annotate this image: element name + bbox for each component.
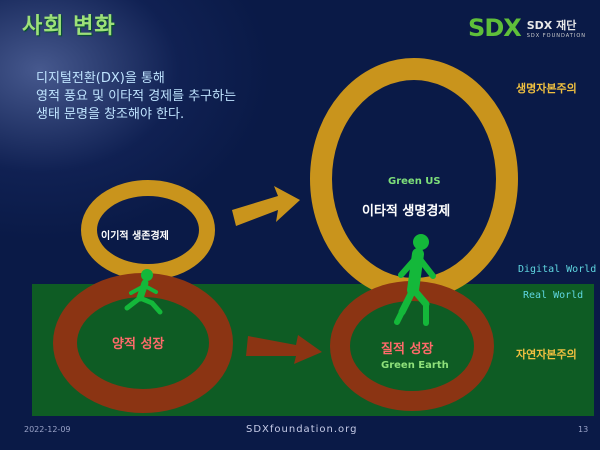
logo-mark: SDX	[468, 14, 522, 42]
footer-site: SDXfoundation.org	[246, 424, 358, 435]
label-real-world: Real World	[523, 290, 584, 301]
walking-person-icon	[124, 269, 163, 315]
label-green-earth: Green Earth	[381, 360, 449, 371]
label-selfish-economy: 이기적 생존경제	[101, 231, 169, 242]
footer-date: 2022-12-09	[24, 425, 71, 434]
logo-subtitle: SDX FOUNDATION	[526, 33, 586, 39]
label-qualitative-growth: 질적 성장	[381, 342, 434, 357]
description-line: 영적 풍요 및 이타적 경제를 추구하는	[36, 89, 237, 104]
walking-person-icon	[394, 234, 436, 326]
label-altruistic-economy: 이타적 생명경제	[362, 204, 451, 219]
arrow-right-icon	[246, 335, 322, 364]
logo-text: SDX 재단 SDX FOUNDATION	[527, 17, 586, 39]
label-digital-world: Digital World	[518, 264, 597, 275]
description: 디지털전환(DX)을 통해 영적 풍요 및 이타적 경제를 추구하는 생태 문명…	[36, 70, 286, 124]
label-natural-capitalism: 자연자본주의	[516, 348, 577, 361]
description-line: 생태 문명을 창조해야 한다.	[36, 107, 185, 122]
logo-name: SDX 재단	[526, 19, 577, 32]
logo: SDX SDX 재단 SDX FOUNDATION	[468, 14, 586, 42]
page-number: 13	[578, 425, 589, 434]
label-quantitative-growth: 양적 성장	[112, 337, 165, 352]
label-green-us: Green US	[388, 176, 441, 187]
arrow-right-icon	[232, 186, 300, 226]
description-line: 디지털전환(DX)을 통해	[36, 71, 165, 86]
page-title: 사회 변화	[22, 14, 116, 39]
label-life-capitalism: 생명자본주의	[516, 82, 577, 95]
